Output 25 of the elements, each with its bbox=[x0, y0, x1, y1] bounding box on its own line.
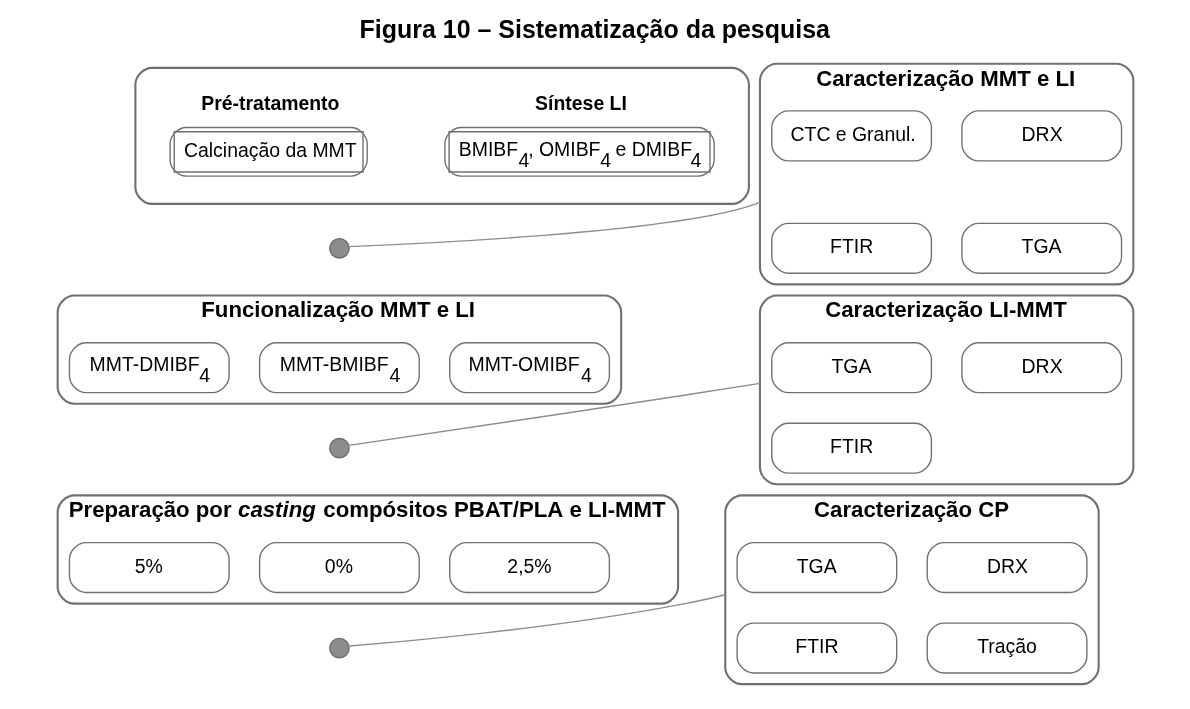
node-box: FTIR bbox=[735, 622, 897, 674]
node-box: DRX bbox=[960, 110, 1122, 162]
node-label: Pré-tratamento bbox=[200, 91, 339, 114]
node-circle bbox=[328, 637, 350, 659]
node-circle bbox=[328, 237, 350, 259]
node-box: Calcinação da MMT bbox=[168, 126, 368, 177]
node-box: 2,5% bbox=[448, 541, 610, 594]
node-box: DRX bbox=[960, 342, 1122, 394]
node-box: 5% bbox=[68, 541, 230, 594]
connector bbox=[347, 594, 726, 647]
node-box: DRX bbox=[926, 541, 1088, 594]
node-box: CTC e Granul. bbox=[770, 110, 932, 162]
node-box: FTIR bbox=[770, 422, 932, 474]
node-label: Síntese LI bbox=[534, 91, 627, 114]
node-box: TGA bbox=[960, 222, 1122, 274]
node-box: TGA bbox=[735, 541, 897, 594]
connector bbox=[347, 382, 761, 447]
node-box: Tração bbox=[926, 622, 1088, 674]
node-box: TGA bbox=[770, 342, 932, 394]
node-circle bbox=[328, 437, 350, 459]
diagram-title: Figura 10 – Sistematização da pesquisa bbox=[359, 14, 830, 43]
cluster bbox=[133, 66, 750, 205]
node-box: FTIR bbox=[770, 222, 932, 274]
connector bbox=[347, 201, 761, 248]
node-box: 0% bbox=[258, 541, 420, 594]
